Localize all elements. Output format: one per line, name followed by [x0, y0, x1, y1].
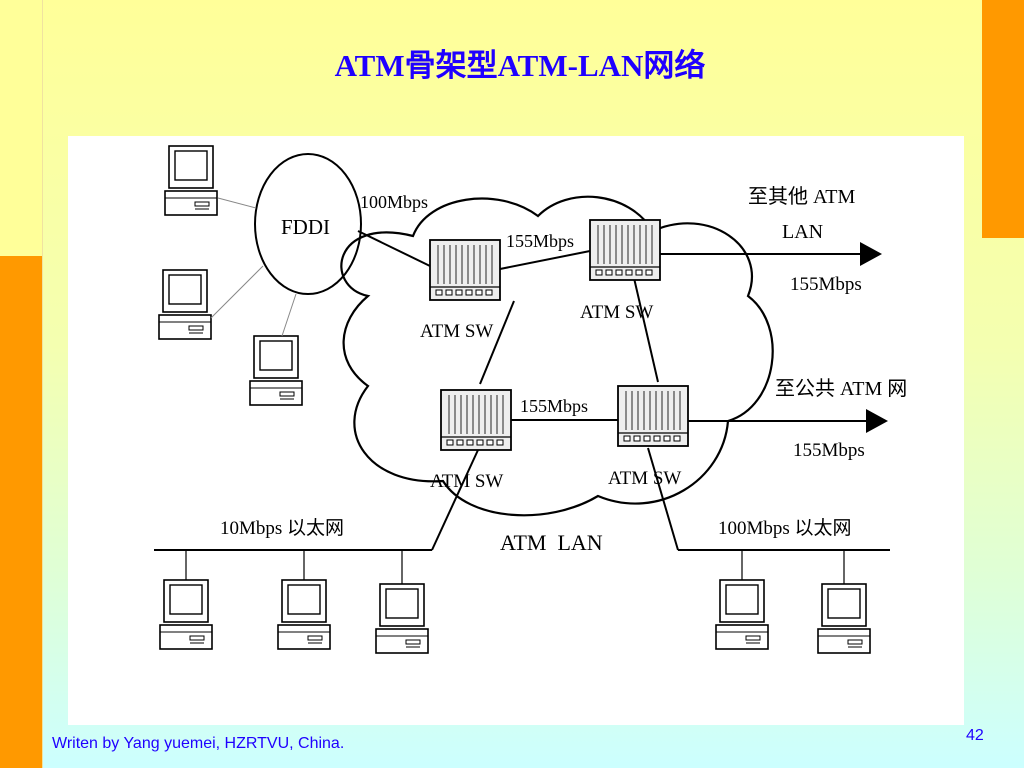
- fddi-pc-1: [164, 145, 218, 216]
- atm-switch-4-label: ATM SW: [608, 468, 681, 489]
- left-accent-bar: [0, 256, 42, 768]
- ethernet-left-uplink: [431, 449, 479, 551]
- switch-links: [479, 250, 659, 421]
- right-lan-pc-2: [817, 583, 871, 654]
- right-lan-pc-1: [715, 579, 769, 650]
- left-lan-pc-3: [375, 583, 429, 654]
- left-lan-pc-2: [277, 579, 331, 650]
- page-number: 42: [966, 727, 984, 744]
- uplink-top-speed: 155Mbps: [790, 274, 862, 295]
- atm-switch-3: [440, 389, 512, 451]
- atm-switch-2-label: ATM SW: [580, 302, 653, 323]
- bottom-link-label: 155Mbps: [520, 396, 588, 416]
- atm-switch-4: [617, 385, 689, 447]
- uplink-bottom-dest: 至公共 ATM 网: [775, 377, 907, 400]
- network-diagram-svg: FDDI 100Mbps 155Mbps 155Mbps ATM SW ATM …: [154, 145, 907, 654]
- left-accent-top: [0, 0, 42, 256]
- network-diagram: FDDI 100Mbps 155Mbps 155Mbps ATM SW ATM …: [68, 136, 964, 725]
- fddi-label: FDDI: [281, 215, 330, 239]
- ethernet-right-label: 100Mbps 以太网: [718, 517, 852, 539]
- fddi-link-label: 100Mbps: [360, 192, 428, 212]
- uplink-top-arrowhead: [860, 242, 882, 266]
- ethernet-left-label: 10Mbps 以太网: [220, 517, 344, 539]
- atm-switch-1: [429, 239, 501, 301]
- slide-title: ATM骨架型ATM-LAN网络: [334, 48, 706, 83]
- uplink-top-dest: 至其他 ATM: [748, 185, 855, 208]
- ethernet-right-uplink: [647, 447, 679, 551]
- cloud-label: ATM LAN: [500, 530, 603, 555]
- atm-switch-2: [589, 219, 661, 281]
- left-lan-pc-1: [159, 579, 213, 650]
- atm-switch-3-label: ATM SW: [430, 471, 503, 492]
- uplink-top-dest-line2: LAN: [782, 221, 823, 243]
- right-accent-bar: [982, 0, 1024, 238]
- fddi-pc-3: [249, 335, 303, 406]
- top-link-label: 155Mbps: [506, 231, 574, 251]
- uplink-bottom-arrowhead: [866, 409, 888, 433]
- footer-credit: Writen by Yang yuemei, HZRTVU, China.: [52, 735, 345, 752]
- fddi-pc-links: [210, 197, 297, 337]
- fddi-pc-2: [158, 269, 212, 340]
- ethernet-drop-lines: [185, 550, 845, 584]
- atm-switch-1-label: ATM SW: [420, 321, 493, 342]
- fddi-ring: [254, 153, 362, 295]
- uplink-bottom-speed: 155Mbps: [793, 440, 865, 461]
- fddi-switch-link: [357, 230, 431, 267]
- atm-lan-cloud: [340, 195, 774, 517]
- left-divider-line: [42, 0, 43, 768]
